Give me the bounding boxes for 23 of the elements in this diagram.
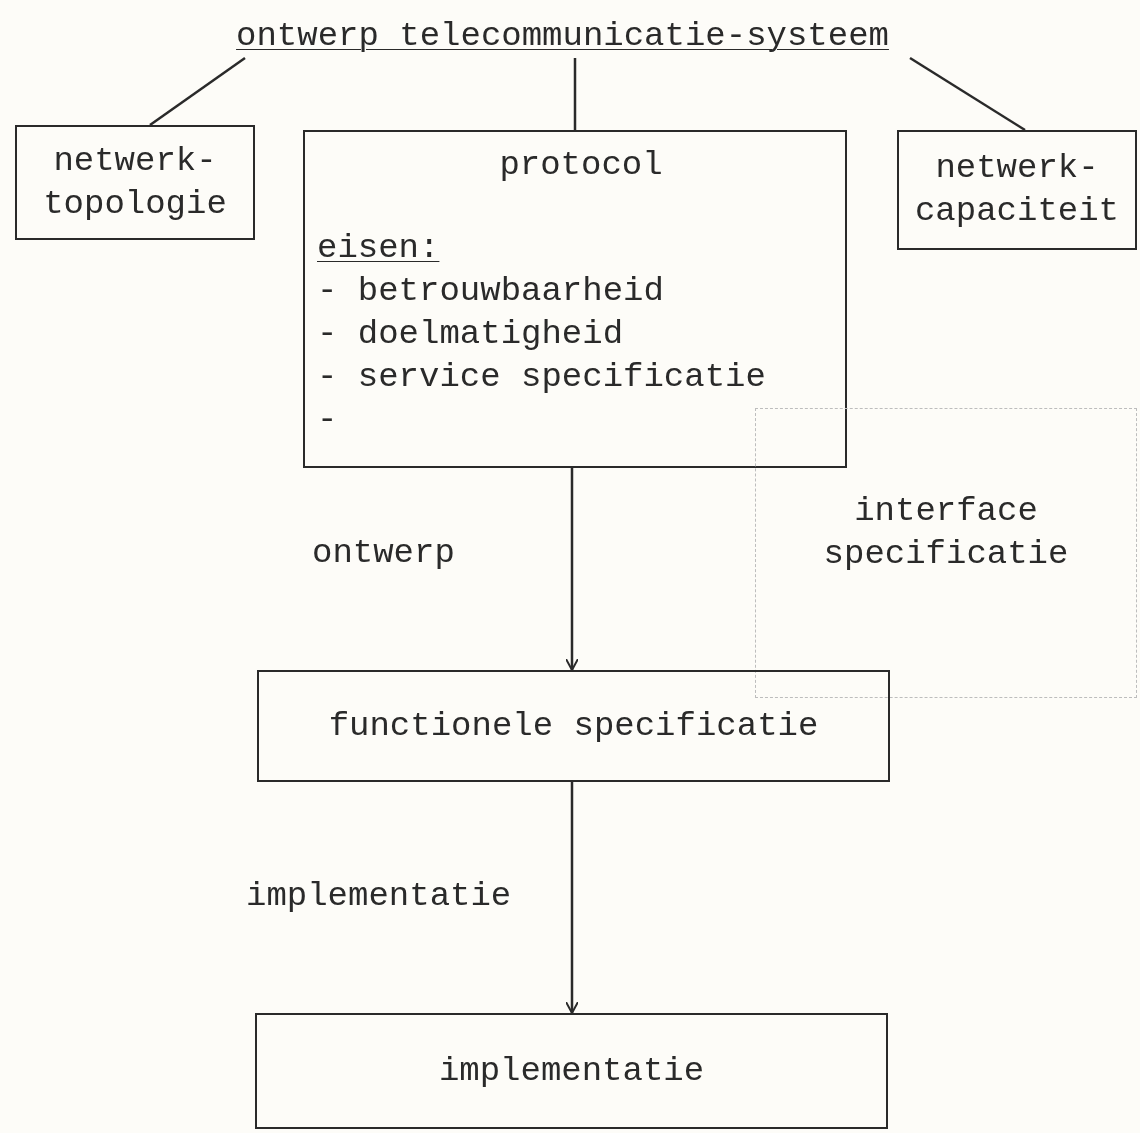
process-box <box>15 125 255 240</box>
list-heading: eisen: <box>317 228 440 269</box>
overlay-box <box>755 408 1137 698</box>
title-text: ontwerp telecommunicatie-systeem <box>200 14 925 58</box>
box-label: implementatie <box>438 1050 705 1092</box>
list-item: - doelmatigheid <box>317 314 624 355</box>
list-item: - service specificatie <box>317 357 766 398</box>
box-heading: protocol <box>499 145 663 186</box>
process-box <box>303 130 847 468</box>
list-item: - betrouwbaarheid <box>317 271 664 312</box>
box-label: netwerk- capaciteit <box>913 148 1120 232</box>
box-label: netwerk- topologie <box>42 140 228 225</box>
list-item: - <box>317 400 338 441</box>
box-label: interface specificatie <box>822 491 1070 575</box>
box-label: functionele specificatie <box>328 705 819 747</box>
process-box <box>255 1013 888 1129</box>
connector-line <box>573 58 577 130</box>
arrow <box>565 782 579 1014</box>
process-box <box>897 130 1137 250</box>
arrow <box>565 468 579 671</box>
connector-line <box>909 56 1026 132</box>
connector-line <box>149 56 246 127</box>
process-box <box>257 670 890 782</box>
